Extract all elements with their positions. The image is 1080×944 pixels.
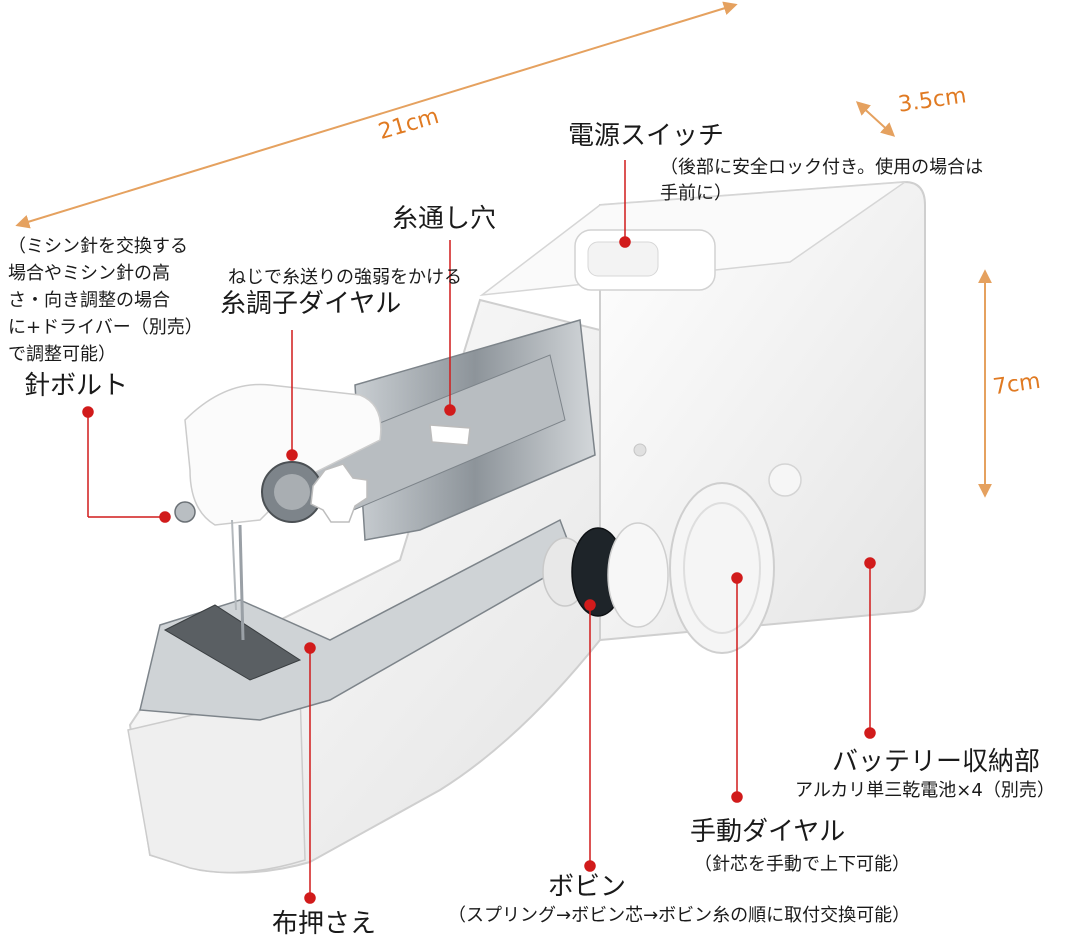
bobbin-leader [584, 599, 596, 872]
needle-bolt-note-line2: 場合やミシン針の高 [8, 263, 170, 284]
power-switch-leader [619, 160, 631, 248]
hand-dial-title: 手動ダイヤル [690, 817, 846, 847]
hand-dial-leader [731, 572, 743, 803]
needle-bolt-note-line5: で調整可能） [8, 344, 116, 365]
battery-leader [864, 557, 876, 739]
tension-dial-title: 糸調子ダイヤル [220, 289, 402, 319]
tension-dial-leader [286, 330, 298, 461]
hand-dial-note: （針芯を手動で上下可能） [694, 854, 910, 875]
depth-dimension-arrow [855, 101, 896, 137]
length-dimension-arrow [15, 1, 738, 229]
needle-bolt-leader [82, 406, 171, 523]
needle-bolt-note-line3: さ・向き調整の場合 [8, 290, 170, 311]
thread-hole-title: 糸通し穴 [392, 204, 497, 234]
needle-bolt-note-line1: （ミシン針を交換する [8, 236, 188, 257]
needle-bolt-title: 針ボルト [24, 371, 129, 401]
power-switch-title: 電源スイッチ [568, 121, 725, 151]
battery-note: アルカリ単三乾電池×4（別売） [795, 780, 1055, 801]
bobbin-note: （スプリング→ボビン芯→ボビン糸の順に取付交換可能） [448, 905, 911, 926]
tension-dial-note: ねじで糸送りの強弱をかける [228, 267, 462, 288]
battery-title: バッテリー収納部 [832, 747, 1041, 777]
presser-foot-leader [304, 642, 316, 904]
thread-hole-leader [444, 240, 456, 416]
power-switch-note-line1: （後部に安全ロック付き。使用の場合は [660, 157, 984, 178]
machine-body [127, 180, 926, 874]
presser-foot-title: 布押さえ [272, 909, 377, 939]
bobbin-title: ボビン [548, 872, 627, 902]
power-switch-note-line2: 手前に） [660, 183, 732, 204]
needle-bolt-note-line4: に+ドライバー（別売） [8, 317, 203, 338]
leader-lines [82, 160, 876, 904]
